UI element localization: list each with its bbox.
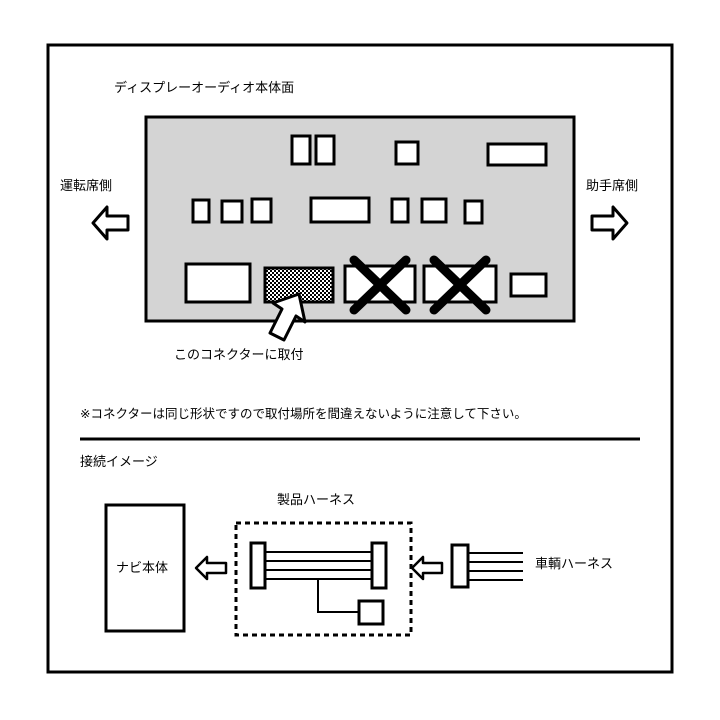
connector-note: このコネクターに取付 — [174, 348, 304, 363]
nav-unit-box — [104, 503, 186, 633]
product-harness-label: 製品ハーネス — [277, 493, 356, 508]
nav-unit-label: ナビ本体 — [116, 561, 169, 576]
harness-connector-right — [370, 541, 388, 590]
cross-mark-icon — [349, 255, 411, 315]
left-arrow-icon — [410, 555, 444, 581]
connector-slot — [420, 197, 448, 224]
panel-title: ディスプレーオーディオ本体面 — [114, 81, 295, 96]
connector-slot — [509, 272, 548, 298]
outer-frame — [46, 43, 674, 674]
connector-slot — [486, 142, 548, 167]
driver-side-label: 運転席側 — [60, 179, 113, 194]
vehicle-harness-label: 車輌ハーネス — [535, 557, 614, 572]
notice-text: ※コネクターは同じ形状ですので取付場所を間違えないように注意して下さい。 — [80, 406, 527, 421]
product-harness-box — [234, 521, 413, 637]
connector-slot — [390, 197, 410, 224]
connector-slot — [290, 134, 312, 166]
pointer-arrow-icon — [268, 292, 307, 342]
connector-slot — [191, 198, 211, 224]
branch-connector — [357, 599, 385, 626]
vehicle-harness-wires — [468, 552, 523, 581]
cross-mark-icon — [429, 255, 491, 315]
connection-heading: 接続イメージ — [80, 455, 158, 470]
connector-slot — [220, 199, 244, 224]
connector-slot — [250, 197, 273, 224]
connector-slot — [184, 262, 252, 304]
connector-slot — [314, 134, 336, 166]
right-arrow-icon — [590, 205, 629, 241]
branch-wire — [317, 579, 358, 613]
passenger-side-label: 助手席側 — [586, 179, 639, 194]
harness-connector-left — [249, 541, 267, 590]
connector-slot — [463, 199, 484, 225]
vehicle-harness-connector — [450, 543, 470, 589]
left-arrow-icon — [194, 555, 228, 581]
connector-slot — [309, 196, 371, 224]
left-arrow-icon — [91, 205, 130, 241]
connector-slot — [394, 140, 420, 166]
harness-wires — [265, 551, 372, 580]
